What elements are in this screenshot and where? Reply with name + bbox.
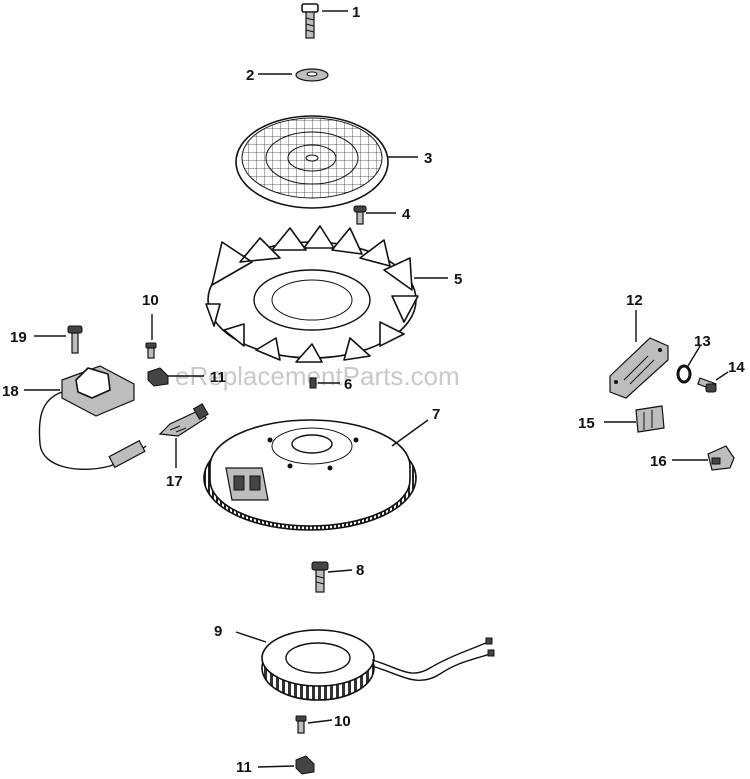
callout-1: 1: [352, 4, 360, 21]
callout-7: 7: [432, 406, 440, 423]
callout-2: 2: [246, 67, 254, 84]
callout-4: 4: [402, 206, 411, 223]
callout-9: 9: [214, 623, 222, 640]
callout-3: 3: [424, 150, 432, 167]
part-14-screw[interactable]: [697, 377, 717, 393]
part-7-flywheel[interactable]: [203, 419, 417, 531]
part-8-bolt[interactable]: [311, 561, 329, 593]
part-13-washer[interactable]: [676, 364, 692, 384]
callout-5: 5: [454, 271, 462, 288]
part-10b-screw[interactable]: [295, 715, 307, 734]
callout-12: 12: [626, 292, 643, 309]
part-18-ignition-module[interactable]: [38, 365, 147, 471]
callout-14: 14: [728, 359, 745, 376]
callout-16: 16: [650, 453, 667, 470]
callout-8: 8: [356, 562, 364, 579]
part-11a-clip[interactable]: [147, 367, 169, 387]
part-12-rectifier[interactable]: [609, 337, 669, 399]
callout-11a: 11: [210, 369, 226, 386]
part-17-spark-plug[interactable]: [158, 403, 209, 437]
callout-6: 6: [344, 376, 352, 393]
part-2-washer[interactable]: [295, 68, 329, 82]
callout-18: 18: [2, 383, 19, 400]
part-3-grass-screen[interactable]: [235, 115, 389, 209]
part-6-key[interactable]: [309, 377, 317, 389]
callout-17: 17: [166, 473, 183, 490]
part-16-connector[interactable]: [707, 445, 735, 471]
part-1-bolt[interactable]: [301, 3, 319, 39]
part-4-screw[interactable]: [353, 205, 367, 225]
leader-lines: [24, 10, 729, 768]
part-5-fan[interactable]: [205, 225, 419, 363]
watermark-text: eReplacementParts.com: [175, 361, 460, 391]
part-11b-clip[interactable]: [295, 755, 315, 775]
part-19-bolt[interactable]: [67, 325, 83, 354]
callout-10a: 10: [142, 292, 159, 309]
callout-10b: 10: [334, 713, 351, 730]
part-15-connector[interactable]: [635, 405, 665, 433]
callout-11b: 11: [236, 759, 252, 776]
part-10a-screw[interactable]: [145, 342, 157, 359]
callout-19: 19: [10, 329, 27, 346]
callout-13: 13: [694, 333, 711, 350]
callout-15: 15: [578, 415, 595, 432]
part-9-stator[interactable]: [261, 629, 495, 701]
